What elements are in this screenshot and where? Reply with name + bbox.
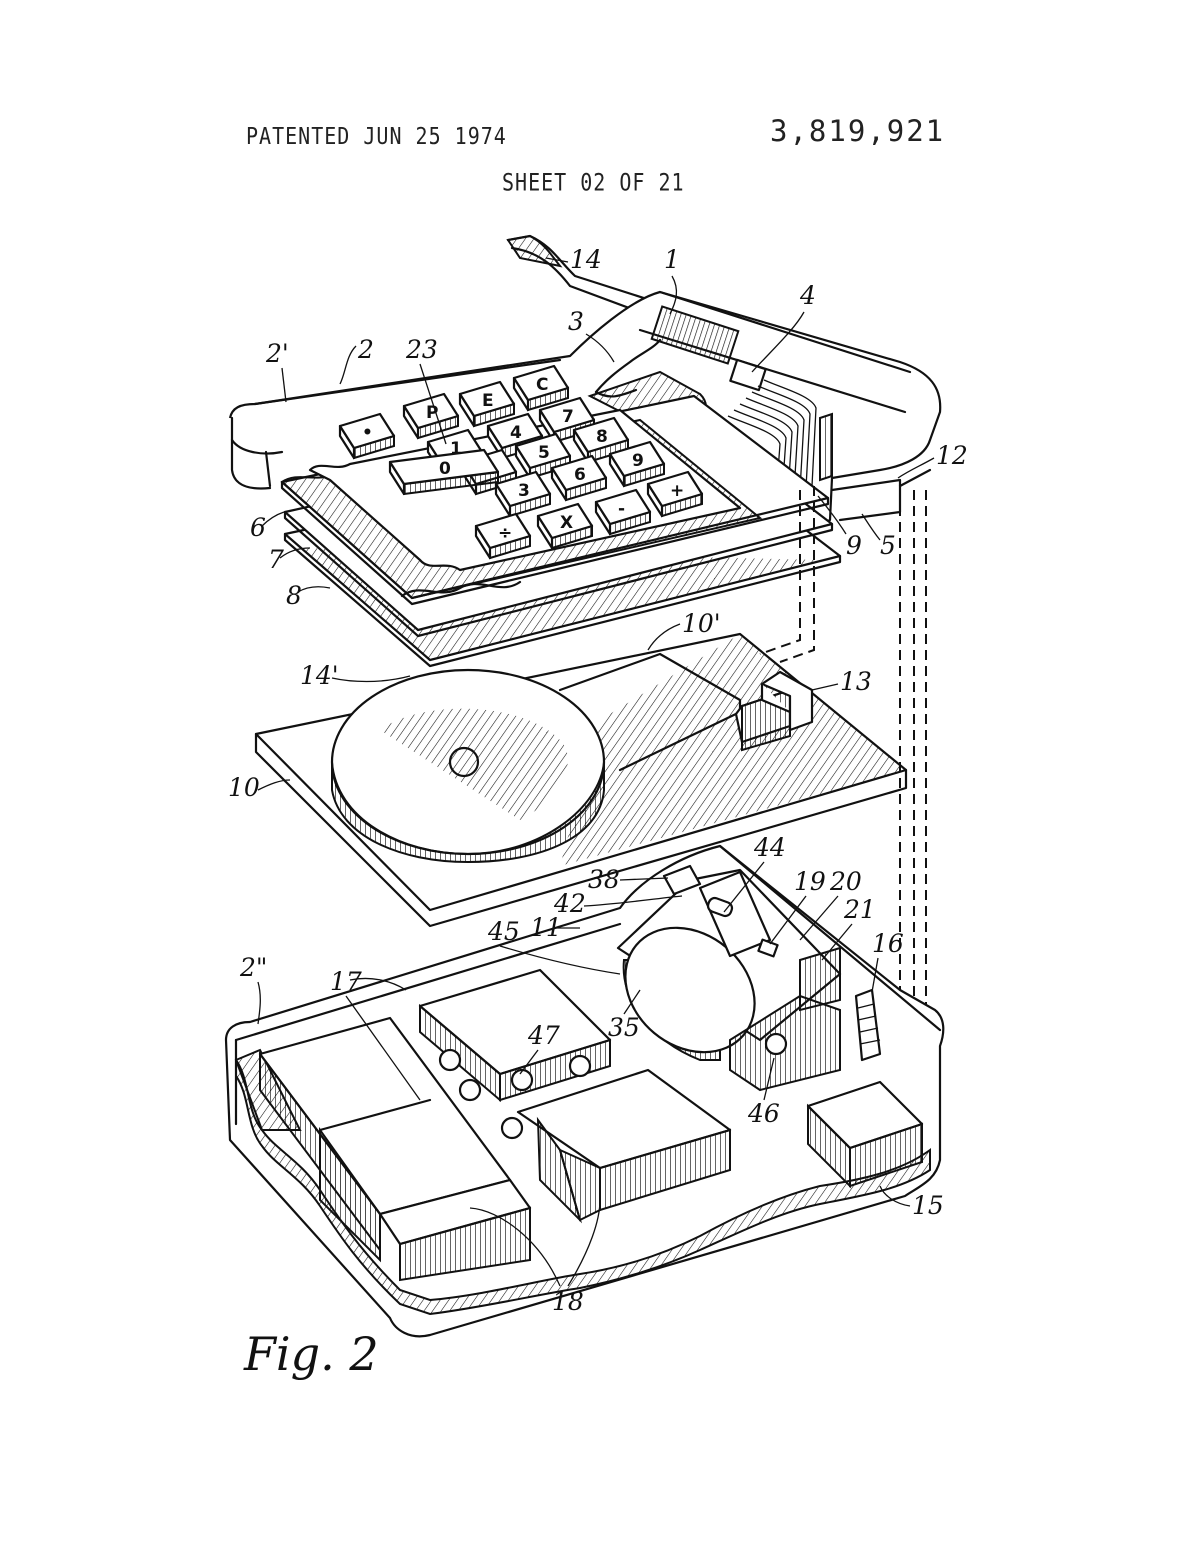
key: • [338,412,396,460]
ref-10: 10 [228,773,260,802]
ref-14-prime: 14' [300,661,339,690]
ref-18: 18 [552,1287,584,1316]
key: 8 [572,416,630,464]
key-label: 6 [574,465,586,485]
key-label: ÷ [498,523,512,543]
ref-1: 1 [664,245,680,274]
key: 3 [494,470,552,518]
ref-38: 38 [588,865,620,894]
key-label: 1 [450,439,462,459]
key: ÷ [474,512,532,560]
connector-and-battery-15 [806,988,924,1189]
ref-15: 15 [912,1191,944,1220]
ref-12: 12 [936,441,968,470]
ref-19: 19 [794,867,826,896]
key-label: 9 [632,451,644,471]
ref-47: 47 [527,1021,560,1050]
ref-42: 42 [553,889,586,918]
ref-9: 9 [846,531,862,560]
ref-10-prime: 10' [682,609,721,638]
ref-21: 21 [843,895,876,924]
ref-23: 23 [405,335,438,364]
ref-46: 46 [747,1099,780,1128]
key-label: 4 [510,423,522,443]
key-label: - [618,499,625,519]
ref-2-double-prime: 2" [239,953,267,982]
key: 0 [388,448,500,496]
key-label: X [560,513,573,533]
key-label: 8 [596,427,608,447]
ref-5: 5 [880,531,896,560]
reference-numerals: 14 1 4 3 2' 2 23 12 9 5 6 7 8 10' 14' 13… [228,245,968,1316]
key: E [458,380,516,428]
ref-20: 20 [829,867,862,896]
key-label: 7 [562,407,574,427]
ref-3: 3 [568,307,584,336]
ref-44: 44 [753,833,786,862]
ref-7: 7 [268,545,284,574]
ref-14: 14 [570,245,602,274]
key-label: • [362,423,373,443]
ref-2-prime: 2' [265,339,289,368]
ref-4: 4 [799,281,816,310]
key: C [512,364,570,412]
ref-45: 45 [487,917,520,946]
ref-17: 17 [330,967,362,996]
patented-date-stamp: PATENTED JUN 25 1974 [246,122,507,150]
key-label: 5 [538,443,550,463]
key: X [536,502,594,550]
printer-mechanism [616,864,842,1092]
ref-8: 8 [286,581,302,610]
ribbon-cable [727,379,817,499]
key: 9 [608,440,666,488]
figure-label: Fig. 2 [243,1327,379,1381]
ref-6: 6 [250,513,266,542]
ref-35: 35 [608,1013,640,1042]
key: - [594,488,652,536]
key-label: P [426,403,438,423]
key: P [402,392,460,440]
patent-number: 3,819,921 [770,114,946,148]
key-label: 3 [518,481,530,501]
circuit-board [254,632,908,928]
sheet-number: SHEET 02 OF 21 [502,167,685,197]
key: 6 [550,454,608,502]
ref-2: 2 [357,335,374,364]
key-label: + [670,481,684,501]
key: + [646,470,704,518]
ref-16: 16 [872,929,904,958]
connection-lines [759,468,932,1040]
key-label: 0 [439,459,451,479]
key-label: C [536,375,548,395]
keypad: •PEC7894561230+-X÷ [338,364,704,560]
battery-packs [258,968,732,1282]
ref-13: 13 [840,667,872,696]
key-label: E [482,391,494,411]
